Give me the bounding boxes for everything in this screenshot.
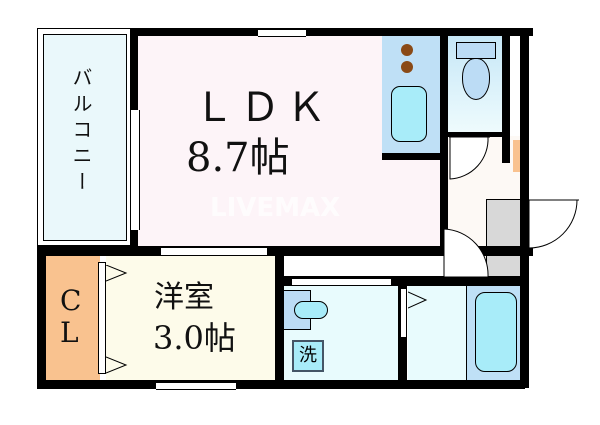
- wall-toilet-right: [502, 28, 510, 163]
- bath-door[interactable]: [400, 288, 407, 338]
- sliding-door-washroom[interactable]: [292, 278, 391, 286]
- wall-ldk-left-lower: [130, 230, 138, 252]
- toilet-bowl-icon: [462, 58, 490, 100]
- ldk-size: 8.7帖: [186, 135, 290, 181]
- window-western-bottom[interactable]: [156, 382, 236, 390]
- entrance-door-swing-icon[interactable]: [527, 198, 583, 254]
- wall-top: [130, 28, 533, 36]
- closet-door-arrow-icon: [106, 265, 128, 374]
- bath-door-arrow-icon: [408, 291, 428, 309]
- sliding-door-balcony[interactable]: [130, 110, 140, 230]
- western-room-size: 3.0帖: [153, 319, 236, 357]
- stove-burner-icon: [401, 61, 413, 73]
- watermark: LIVEMAX: [210, 193, 341, 223]
- stove-burner-icon: [401, 44, 413, 56]
- western-room-label: 洋室: [154, 280, 214, 315]
- wall-toilet-bottom: [448, 132, 510, 137]
- kitchen-sink-icon: [391, 86, 427, 142]
- ldk-label: ＬＤＫ: [194, 85, 332, 131]
- balcony: バルコニー: [37, 28, 132, 246]
- wall-mid-horizontal: [37, 246, 533, 256]
- balcony-label: バルコニー: [69, 67, 93, 197]
- shoe-box: [486, 199, 521, 277]
- meter-box: [513, 140, 523, 172]
- washing-machine-icon: 洗: [292, 340, 324, 372]
- closet-label-l: L: [60, 316, 79, 349]
- wall-right: [520, 28, 529, 388]
- wall-western-right: [275, 252, 284, 388]
- window-top[interactable]: [258, 29, 306, 37]
- closet: [45, 256, 100, 380]
- toilet-tank-icon: [456, 42, 496, 59]
- wall-kitchen-bottom: [382, 153, 448, 160]
- bathroom-floor: [408, 285, 468, 380]
- wall-ldk-left-upper: [130, 28, 138, 110]
- closet-door[interactable]: [98, 262, 106, 374]
- wall-hall-left: [440, 28, 448, 252]
- closet-label-c: C: [60, 284, 82, 317]
- wall-hall-bottom: [284, 276, 525, 286]
- wall-left: [37, 246, 46, 388]
- toilet-door-swing-icon[interactable]: [448, 135, 492, 181]
- hall-door-swing-icon[interactable]: [442, 225, 492, 281]
- bathtub-basin-icon: [475, 292, 517, 372]
- sliding-door-western[interactable]: [161, 247, 267, 256]
- western-room: [106, 256, 276, 380]
- wash-basin-bowl-icon: [294, 301, 328, 319]
